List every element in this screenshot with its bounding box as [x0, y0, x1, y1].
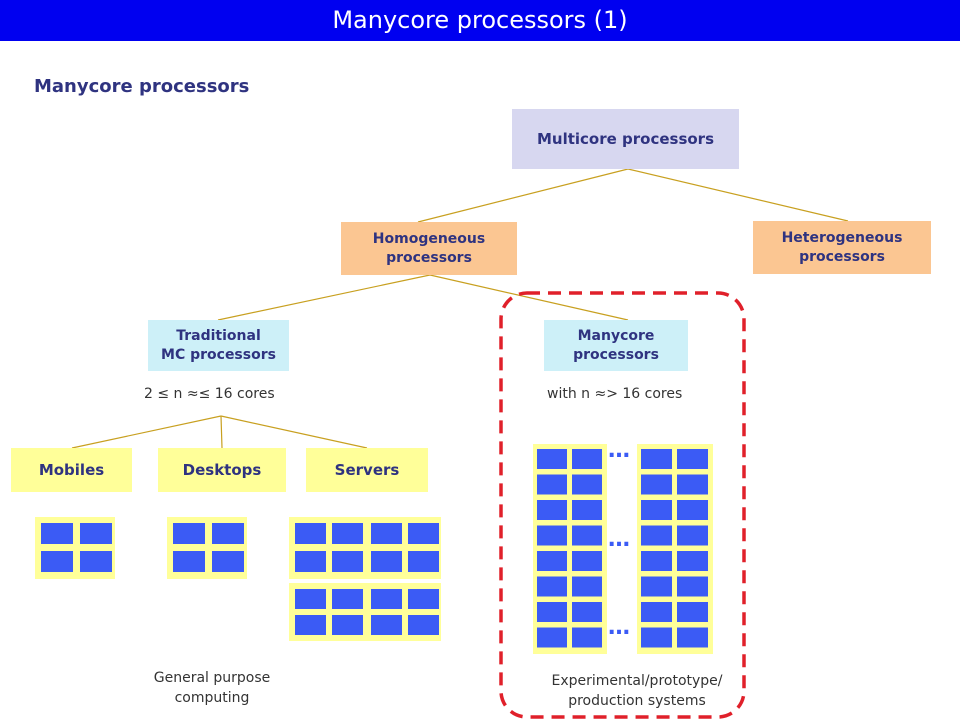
processor-core	[537, 500, 567, 520]
processor-core	[212, 551, 244, 572]
connector-homogeneous-traditional	[217, 274, 431, 321]
ellipsis-bottom: …	[608, 615, 630, 640]
experimental-caption: Experimental/prototype/ production syste…	[551, 673, 723, 709]
slide-title: Manycore processors (1)	[332, 6, 628, 34]
ellipsis-middle: …	[608, 527, 630, 552]
chip-group	[35, 444, 713, 654]
processor-core	[371, 589, 402, 609]
node-multicore-processors: Multicore processors	[512, 109, 739, 169]
processor-core	[332, 615, 363, 635]
processor-core	[641, 500, 672, 520]
connector-homogeneous-manycore	[429, 274, 629, 321]
processor-core	[371, 523, 402, 544]
processor-core	[641, 474, 672, 495]
connector-traditional-desktops	[220, 415, 223, 449]
processor-core	[295, 615, 326, 635]
processor-core	[537, 627, 567, 648]
traditional-core-count: 2 ≤ n ≈≤ 16 cores	[144, 386, 275, 402]
processor-core	[641, 449, 672, 469]
processor-core	[332, 523, 363, 544]
processor-core	[295, 551, 326, 572]
node-traditional-mc-processors: Traditional MC processors	[148, 320, 289, 371]
processor-core	[537, 602, 567, 622]
node-manycore-processors: Manycore processors	[544, 320, 688, 371]
manycore-core-count: with n ≈> 16 cores	[547, 386, 683, 402]
processor-core	[80, 551, 112, 572]
processor-core	[641, 551, 672, 571]
processor-core	[41, 551, 73, 572]
processor-core	[641, 525, 672, 546]
node-homogeneous-processors: Homogeneous processors	[341, 222, 517, 275]
processor-core	[332, 551, 363, 572]
processor-core	[677, 449, 708, 469]
connector-multicore-heterogeneous	[627, 168, 849, 222]
processor-core	[332, 589, 363, 609]
processor-core	[371, 551, 402, 572]
title-bar	[0, 0, 960, 41]
processor-core	[572, 551, 602, 571]
processor-core	[641, 602, 672, 622]
processor-core	[572, 500, 602, 520]
connector-traditional-servers	[220, 415, 368, 449]
processor-core	[572, 576, 602, 597]
processor-core	[677, 500, 708, 520]
node-servers: Servers	[306, 448, 428, 492]
slide-subtitle: Manycore processors	[34, 76, 250, 97]
processor-core	[537, 474, 567, 495]
processor-core	[295, 523, 326, 544]
processor-core	[537, 551, 567, 571]
node-desktops: Desktops	[158, 448, 286, 492]
processor-core	[677, 525, 708, 546]
processor-core	[371, 615, 402, 635]
processor-core	[173, 523, 205, 544]
processor-core	[572, 627, 602, 648]
processor-core	[572, 602, 602, 622]
processor-core	[408, 523, 439, 544]
processor-core	[408, 551, 439, 572]
processor-core	[677, 474, 708, 495]
processor-core	[537, 576, 567, 597]
processor-core	[173, 551, 205, 572]
processor-core	[80, 523, 112, 544]
node-mobiles: Mobiles	[11, 448, 132, 492]
processor-core	[572, 449, 602, 469]
node-heterogeneous-processors: Heterogeneous processors	[753, 221, 931, 274]
processor-core	[212, 523, 244, 544]
connector-multicore-homogeneous	[417, 168, 629, 223]
processor-core	[41, 523, 73, 544]
processor-core	[677, 602, 708, 622]
processor-core	[408, 615, 439, 635]
processor-core	[408, 589, 439, 609]
processor-core	[537, 449, 567, 469]
processor-core	[572, 525, 602, 546]
processor-core	[295, 589, 326, 609]
connector-traditional-mobiles	[71, 415, 222, 449]
processor-core	[641, 627, 672, 648]
processor-core	[537, 525, 567, 546]
processor-core	[677, 627, 708, 648]
processor-core	[572, 474, 602, 495]
general-purpose-caption: General purpose computing	[153, 670, 271, 706]
processor-core	[641, 576, 672, 597]
processor-core	[677, 551, 708, 571]
manycore-dashed-border	[499, 291, 746, 719]
processor-core	[677, 576, 708, 597]
ellipsis-top: …	[608, 438, 630, 463]
